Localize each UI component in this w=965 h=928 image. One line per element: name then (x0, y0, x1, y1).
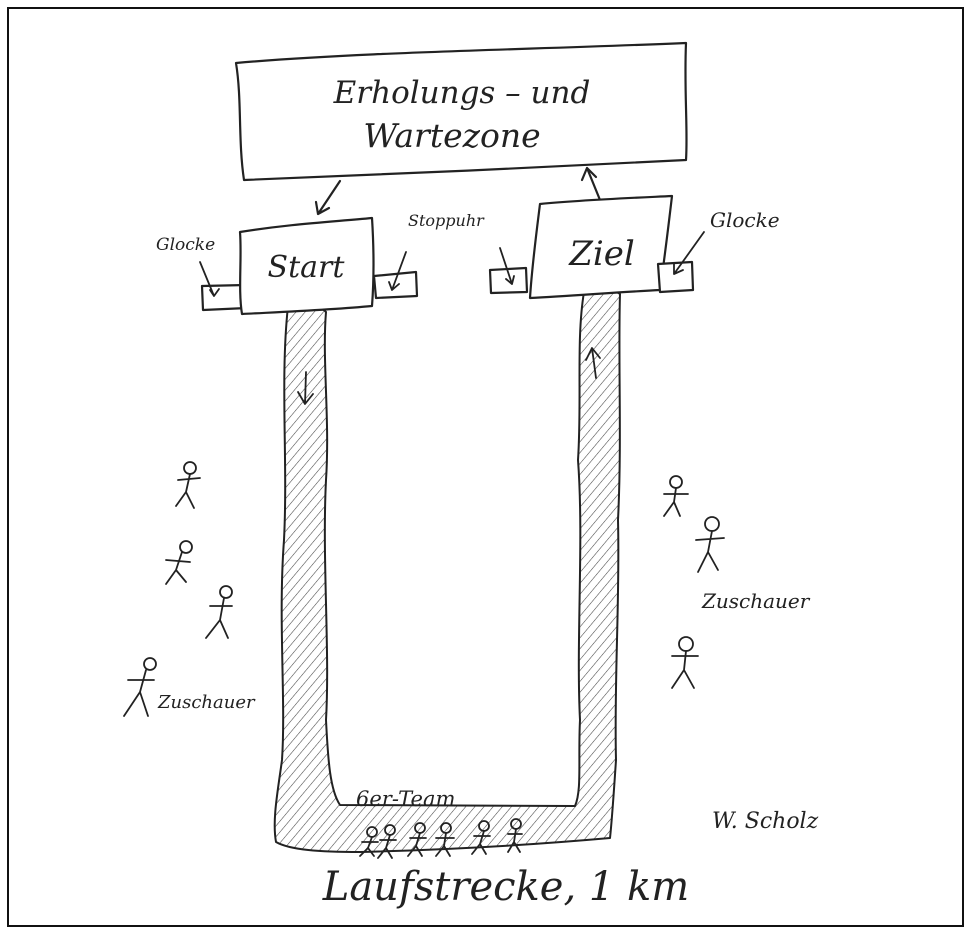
stopwatch-box-start (372, 270, 419, 300)
team-label: 6er-Team (356, 787, 455, 811)
zone-to-start-arrow-icon (314, 179, 342, 216)
track-caption: Laufstrecke, 1 km (322, 864, 689, 910)
spectator-right-3 (671, 636, 699, 689)
outer-frame (7, 7, 964, 927)
spectator-left-3 (205, 585, 233, 639)
rest-zone-line1: Erholungs – und (333, 75, 591, 111)
spectators-label-right: Zuschauer (701, 589, 811, 613)
rest-zone-box (234, 41, 688, 182)
up-arrow-icon (585, 347, 601, 379)
start-box (238, 216, 375, 316)
stopwatch-marker-start-icon (388, 251, 407, 291)
bell-box-right (656, 260, 695, 294)
running-track (273, 288, 621, 853)
spectator-right-1 (663, 475, 689, 517)
stopwatch-label: Stoppuhr (408, 211, 485, 230)
ziel-to-zone-arrow-icon (580, 166, 602, 202)
spectators-label-left: Zuschauer (157, 692, 256, 713)
rest-zone-line2: Wartezone (363, 116, 540, 155)
spectator-left-1 (175, 461, 201, 509)
spectator-left-2 (165, 540, 193, 585)
spectator-left-4 (123, 657, 157, 717)
ziel-label: Ziel (568, 234, 635, 274)
bell-marker-right-icon (673, 231, 705, 275)
start-label: Start (268, 250, 346, 285)
bell-marker-left-icon (199, 261, 220, 297)
stopwatch-marker-ziel-icon (499, 247, 515, 285)
down-arrow-icon (297, 371, 314, 405)
spectator-right-2 (695, 516, 725, 573)
signature: W. Scholz (712, 809, 819, 834)
bell-label-right: Glocke (710, 208, 780, 232)
bell-label-left: Glocke (156, 235, 215, 255)
team-runners (359, 818, 523, 859)
